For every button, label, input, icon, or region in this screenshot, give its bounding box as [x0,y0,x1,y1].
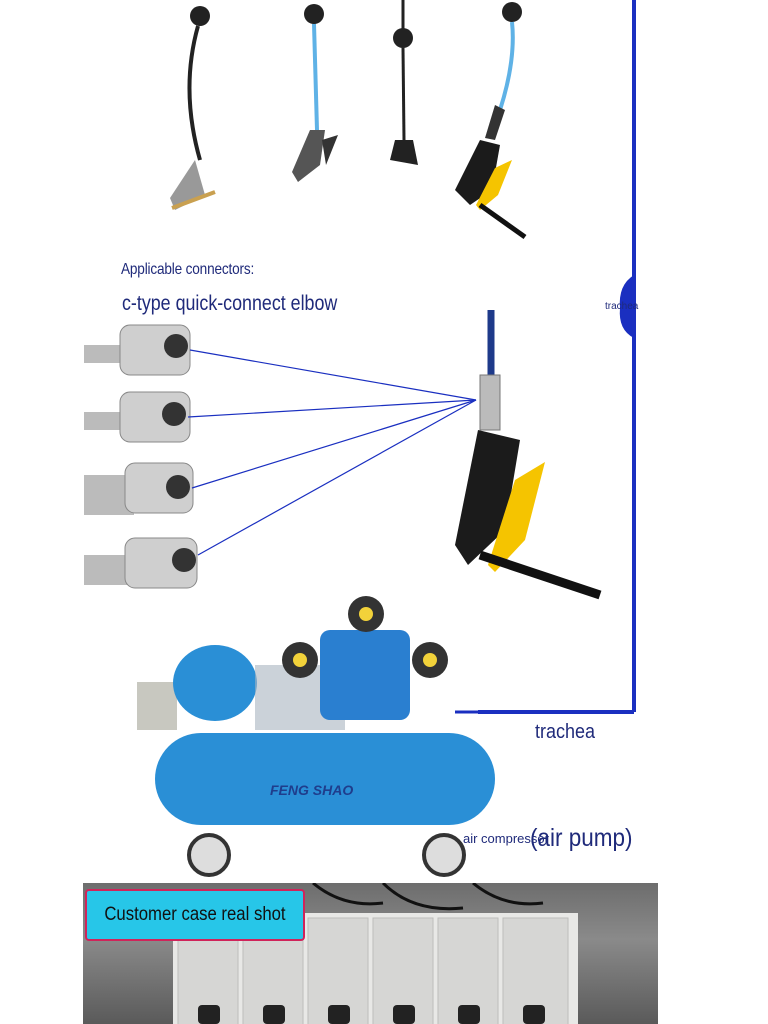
product-illustration: FENG SHAO [84,0,636,877]
badge-label: Customer case real shot [104,904,286,925]
connector-lines [187,349,477,556]
hose-frame [478,0,636,714]
quick-connectors [84,324,198,589]
connector-1 [84,324,191,376]
connector-3 [84,462,194,515]
applicable-connectors-label: Applicable connectors: [121,261,255,278]
connector-2 [84,391,191,443]
connector-4 [84,537,198,589]
air-compressor: FENG SHAO [137,596,495,877]
customer-case-badge: Customer case real shot [85,889,305,941]
air-compressor-label: air compressor [463,831,549,846]
trachea-label: trachea [535,721,596,743]
air-pump-label: (air pump) [530,824,633,852]
hanging-air-gun-4 [455,2,527,240]
hanging-air-gun-3 [390,0,418,165]
air-blow-gun [455,310,602,600]
trachea-label-small: trachea [605,301,639,312]
compressor-brand: FENG SHAO [270,782,353,798]
hanging-air-gun-2 [292,4,338,182]
connector-type-label: c-type quick-connect elbow [122,292,338,315]
hanging-air-gun-1 [170,6,216,210]
